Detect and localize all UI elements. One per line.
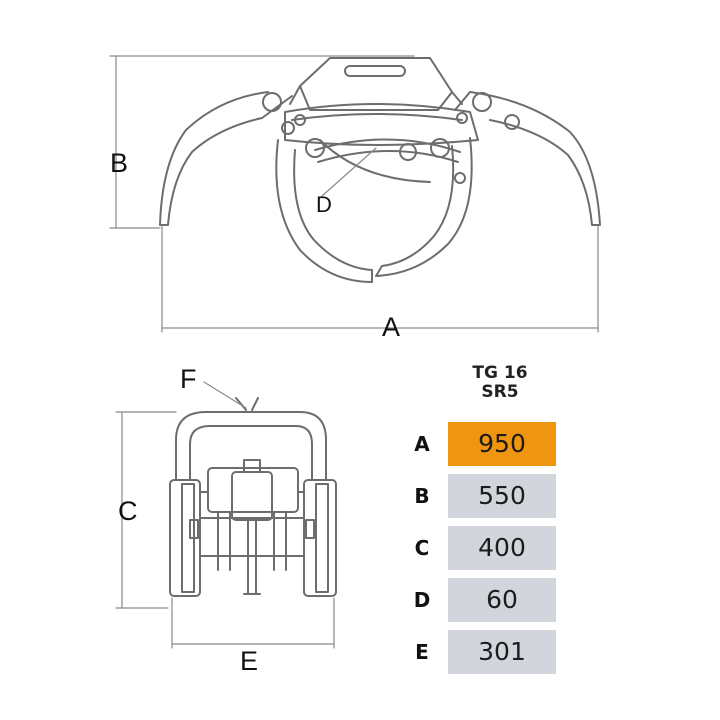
row-key: D — [413, 588, 431, 612]
row-key: C — [414, 536, 430, 560]
spec-row-b: B 550 — [400, 474, 560, 518]
row-key: E — [415, 640, 429, 664]
row-value: 60 — [448, 578, 556, 622]
spec-row-c: C 400 — [400, 526, 560, 570]
dimension-label-f: F — [180, 364, 197, 394]
row-value: 550 — [448, 474, 556, 518]
spec-row-e: E 301 — [400, 630, 560, 674]
grapple-side-view — [159, 57, 601, 283]
dimension-label-e: E — [240, 646, 259, 676]
grapple-front-view — [169, 397, 337, 597]
dimension-label-b: B — [110, 148, 129, 178]
row-key: B — [414, 484, 430, 508]
row-value: 400 — [448, 526, 556, 570]
dimension-lines-bottom — [115, 381, 335, 649]
dimension-lines-top — [109, 55, 599, 333]
spec-row-d: D 60 — [400, 578, 560, 622]
row-value: 301 — [448, 630, 556, 674]
dimension-label-d: D — [316, 192, 332, 217]
model-name: TG 16 — [472, 363, 528, 383]
dimension-label-c: C — [118, 496, 138, 526]
row-key: A — [414, 432, 430, 456]
row-value: 950 — [448, 422, 556, 466]
spec-row-a: A 950 — [400, 422, 560, 466]
model-variant: SR5 — [481, 382, 519, 402]
dimension-label-a: A — [382, 312, 401, 342]
table-header: TG 16 SR5 — [444, 364, 556, 402]
